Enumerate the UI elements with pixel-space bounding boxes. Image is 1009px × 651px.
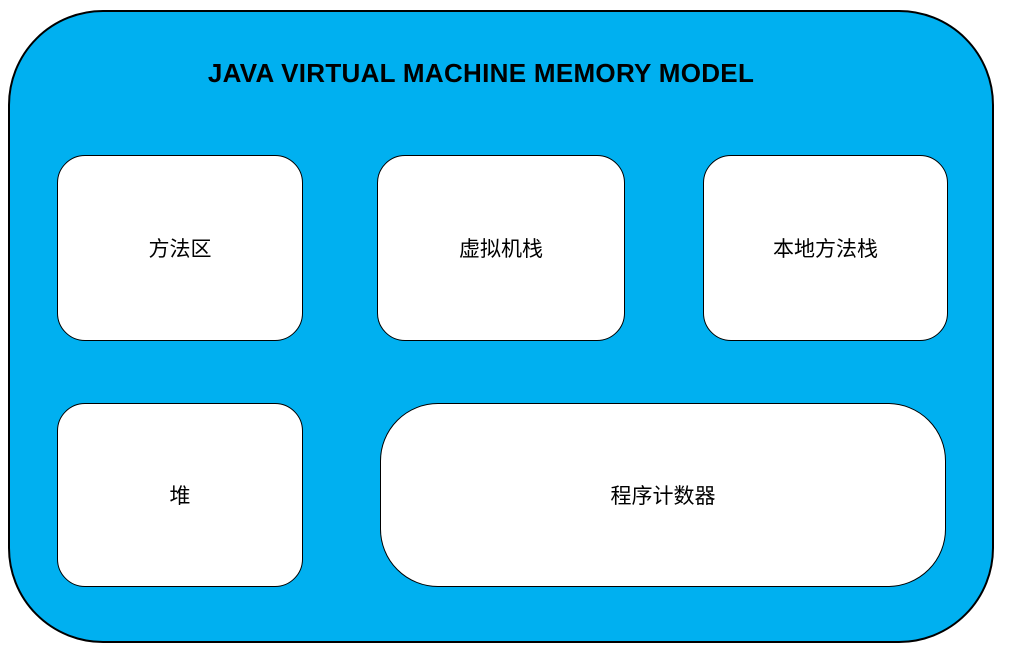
box-heap: 堆 bbox=[57, 403, 303, 587]
box-native-method-stack-label: 本地方法栈 bbox=[773, 237, 878, 261]
box-program-counter-label: 程序计数器 bbox=[610, 484, 716, 508]
box-vm-stack: 虚拟机栈 bbox=[377, 155, 625, 341]
box-heap-label: 堆 bbox=[169, 484, 191, 508]
box-method-area: 方法区 bbox=[57, 155, 303, 341]
box-program-counter: 程序计数器 bbox=[380, 403, 946, 587]
box-vm-stack-label: 虚拟机栈 bbox=[459, 237, 543, 261]
diagram-title: JAVA VIRTUAL MACHINE MEMORY MODEL bbox=[207, 58, 755, 88]
jvm-memory-model-container: JAVA VIRTUAL MACHINE MEMORY MODEL 方法区 虚拟… bbox=[8, 10, 994, 643]
box-method-area-label: 方法区 bbox=[148, 237, 212, 261]
box-native-method-stack: 本地方法栈 bbox=[703, 155, 948, 341]
